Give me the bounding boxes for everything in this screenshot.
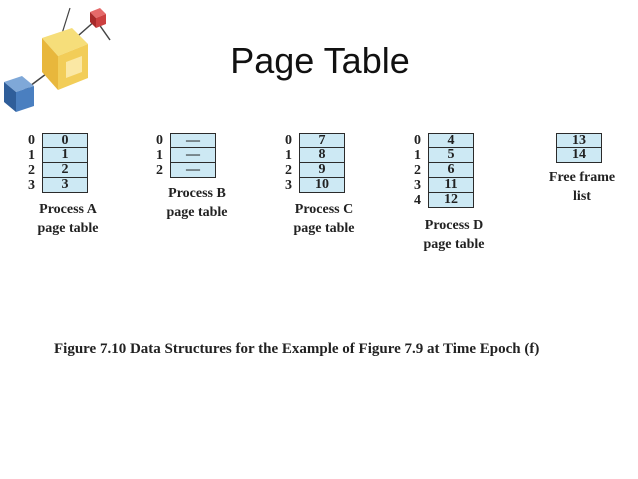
page-index: 1 — [285, 148, 292, 163]
frame-cell: 14 — [556, 148, 602, 163]
page-index: 2 — [414, 163, 421, 178]
frame-cell: 9 — [299, 163, 345, 178]
frame-cell: 10 — [299, 178, 345, 193]
page-index: 2 — [28, 163, 35, 178]
page-title: Page Table — [230, 40, 410, 81]
figure-caption: Figure 7.10 Data Structures for the Exam… — [54, 341, 540, 357]
process-b-caption: Process B page table — [166, 186, 228, 220]
cube-network-logo-icon — [4, 7, 111, 112]
page-index: 1 — [414, 148, 421, 163]
frame-cell: 13 — [556, 133, 602, 148]
frame-cell: 6 — [428, 163, 474, 178]
page-index: 2 — [156, 163, 163, 178]
page-index: 3 — [28, 178, 35, 193]
frame-cell: 11 — [428, 178, 474, 193]
page-index: 0 — [28, 133, 35, 148]
process-c-caption: Process C page table — [293, 202, 355, 236]
page-index: 0 — [285, 133, 292, 148]
process-a-caption: Process A page table — [37, 202, 99, 236]
page-index: 1 — [28, 148, 35, 163]
page-index: 2 — [285, 163, 292, 178]
frame-cell: 4 — [428, 133, 474, 148]
frame-cell: 1 — [42, 148, 88, 163]
page-index: 3 — [285, 178, 292, 193]
page-index: 4 — [414, 193, 421, 208]
frame-cell: 0 — [42, 133, 88, 148]
free-frame-list-caption: Free frame list — [548, 170, 616, 204]
frame-cell: 5 — [428, 148, 474, 163]
frame-cell: — — [170, 133, 216, 148]
page-index: 3 — [414, 178, 421, 193]
frame-cell: 2 — [42, 163, 88, 178]
page-index: 1 — [156, 148, 163, 163]
process-d-caption: Process D page table — [423, 218, 485, 252]
frame-cell: — — [170, 148, 216, 163]
frame-cell: 7 — [299, 133, 345, 148]
frame-cell: 8 — [299, 148, 345, 163]
frame-cell: — — [170, 163, 216, 178]
page-index: 0 — [414, 133, 421, 148]
frame-cell: 3 — [42, 178, 88, 193]
frame-cell: 12 — [428, 193, 474, 208]
page-index: 0 — [156, 133, 163, 148]
